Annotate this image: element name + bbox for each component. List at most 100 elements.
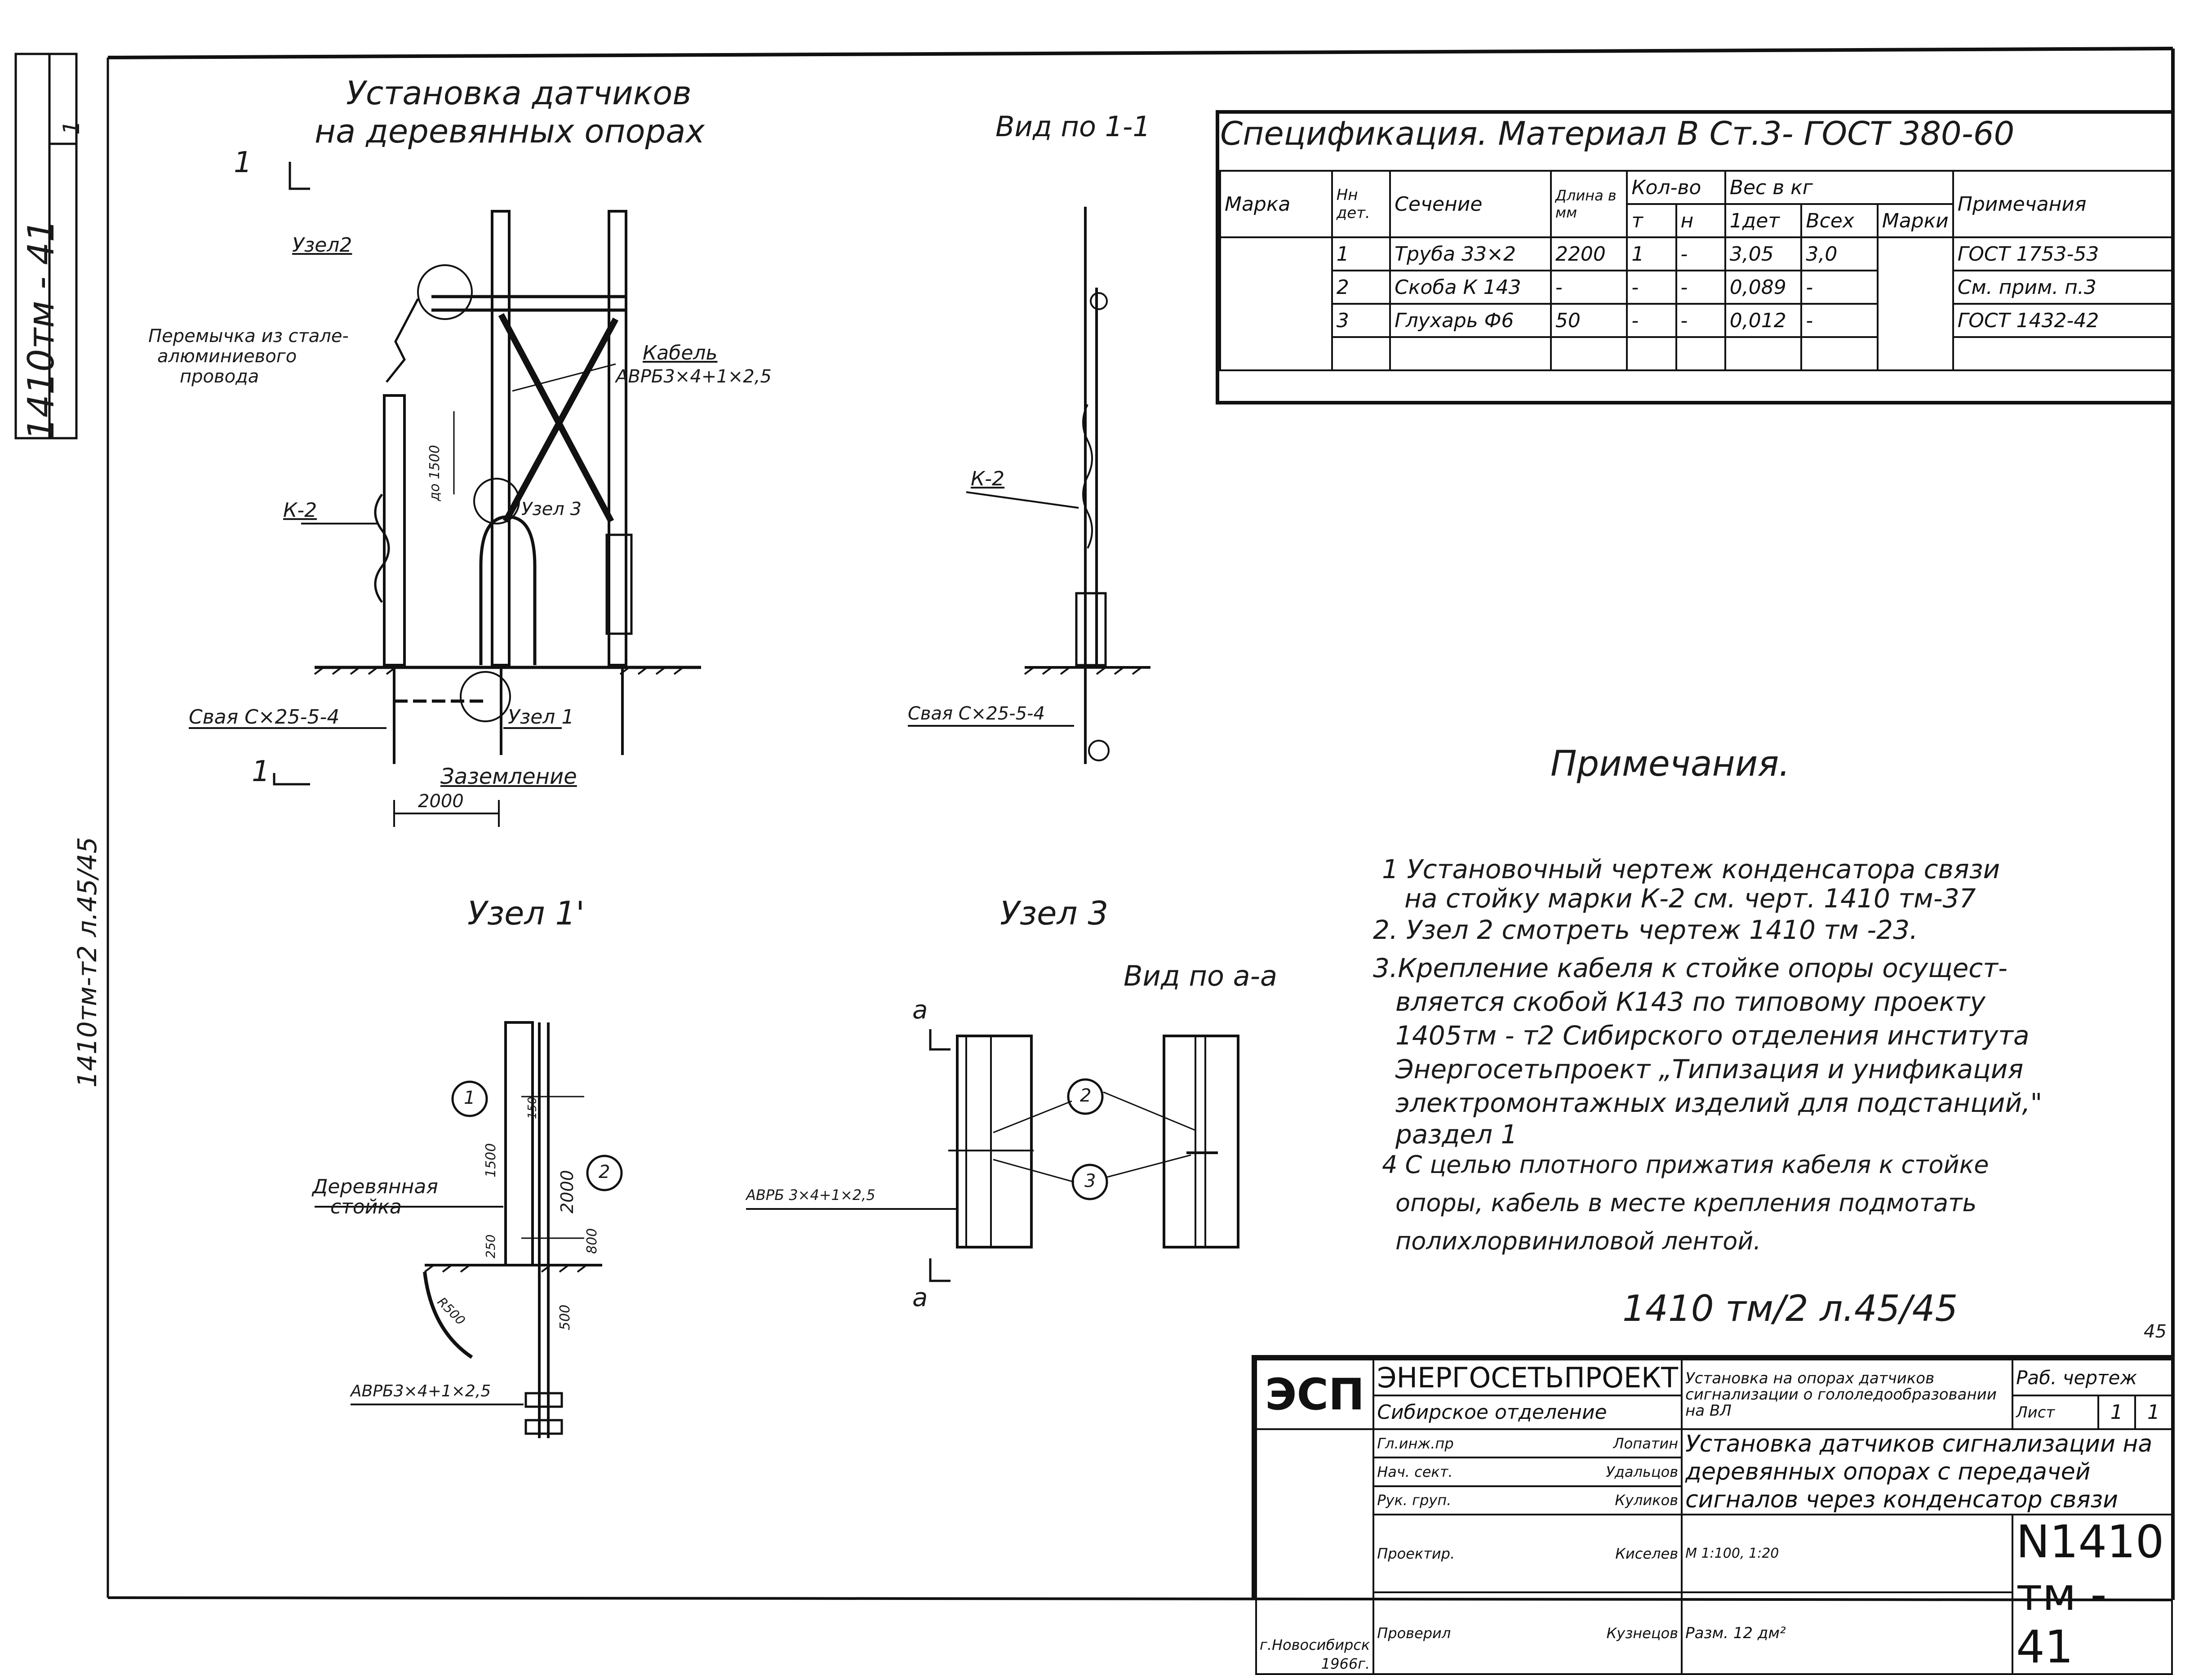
label-grounding: Заземление bbox=[440, 764, 577, 789]
role-label: Нач. сект. bbox=[1377, 1463, 1453, 1480]
node1-callout-2: 2 bbox=[599, 1162, 610, 1182]
note-line: раздел 1 bbox=[1395, 1119, 1518, 1150]
label-cable: Кабель bbox=[643, 342, 718, 364]
side-stamp-box bbox=[14, 53, 78, 440]
node1-title: Узел 1' bbox=[467, 894, 585, 932]
spec-header-n: н bbox=[1675, 203, 1726, 238]
spec-header-weight: Вес в кг bbox=[1724, 170, 1954, 205]
sheet-label: Лист bbox=[2012, 1395, 2099, 1430]
view-1-1-label-k2: К-2 bbox=[971, 467, 1005, 490]
node1-dim: 250 bbox=[483, 1234, 498, 1258]
node3-section-a-top: а bbox=[912, 995, 928, 1025]
label-dim-1500: до 1500 bbox=[427, 445, 443, 501]
note-line: 1405тм - т2 Сибирского отделения институ… bbox=[1395, 1020, 2030, 1051]
note-line: 3.Крепление кабеля к стойке опоры осущес… bbox=[1373, 953, 2008, 983]
signature-row: Нач. сект. Удальцов bbox=[1373, 1457, 1683, 1487]
side-stamp-sheet: 1 bbox=[58, 120, 84, 135]
spec-header-qty: Кол-во bbox=[1626, 170, 1726, 205]
note-line: на стойку марки К-2 см. черт. 1410 тм-37 bbox=[1404, 883, 1976, 914]
specification-table: Марка Нн дет. Сечение Длина в мм Кол-во … bbox=[1216, 110, 2173, 404]
org-logo: ЭСП bbox=[1255, 1359, 1375, 1430]
label-cable-type: АВРБ3×4+1×2,5 bbox=[616, 366, 772, 387]
note-line: электромонтажных изделий для подстанций,… bbox=[1395, 1088, 2043, 1118]
role-name: Куликов bbox=[1615, 1492, 1679, 1509]
note-line: опоры, кабель в месте крепления подмотат… bbox=[1395, 1189, 1977, 1217]
role-name: Киселев bbox=[1615, 1545, 1679, 1562]
role-name: Кузнецов bbox=[1606, 1625, 1679, 1642]
note-line: 4 С целью плотного прижатия кабеля к сто… bbox=[1382, 1151, 1989, 1179]
signature-row: Гл.инж.пр Лопатин bbox=[1373, 1428, 1683, 1459]
side-stamp-code: 1410тм - 41 bbox=[20, 219, 62, 440]
sheet-title: Установка датчиков сигнализации на дерев… bbox=[1681, 1428, 2173, 1515]
node1-dim: 1500 bbox=[483, 1143, 499, 1177]
view-1-1-label-pile: Свая С×25-5-4 bbox=[908, 703, 1045, 724]
drawing-scale: М 1:100, 1:20 bbox=[1681, 1513, 2014, 1594]
drawing-canvas bbox=[14, 47, 2175, 1601]
node1-label-wooden-post-line1: Деревянная bbox=[312, 1175, 438, 1198]
main-view-structure bbox=[189, 162, 701, 827]
node1-dim: 2000 bbox=[557, 1170, 577, 1213]
spec-header-num: Нн дет. bbox=[1331, 170, 1391, 238]
sheet-count: 1 bbox=[2134, 1395, 2173, 1430]
sheet-frame bbox=[107, 47, 2175, 1601]
spec-header-marks: Марки bbox=[1876, 203, 1954, 238]
label-node1-ref: Узел 1 bbox=[508, 706, 574, 729]
page-number: 45 bbox=[2144, 1321, 2167, 1342]
sheet-number: 1 bbox=[2097, 1395, 2136, 1430]
note-line: 2. Узел 2 смотреть чертеж 1410 тм -23. bbox=[1373, 915, 1918, 945]
node1-dim: 500 bbox=[557, 1304, 573, 1330]
spec-header-all: Всех bbox=[1800, 203, 1879, 238]
drawing-size: Разм. 12 дм² bbox=[1681, 1591, 2014, 1675]
node3-callout-2: 2 bbox=[1080, 1085, 1092, 1106]
label-node3: Узел 3 bbox=[521, 499, 582, 520]
node1-structure bbox=[315, 1021, 623, 1438]
spec-header-mark: Марка bbox=[1219, 170, 1333, 238]
table-row: 2 Скоба К 143 - - - 0,089 - См. прим. п.… bbox=[1220, 270, 2173, 305]
side-vertical-note: 1410тм-т2 л.45/45 bbox=[72, 837, 102, 1088]
note-line: 1 Установочный чертеж конденсатора связи bbox=[1382, 854, 2000, 884]
table-row: 1 Труба 33×2 2200 1 - 3,05 3,0 ГОСТ 1753… bbox=[1219, 236, 2173, 371]
drawing-number: N1410 тм - 41 bbox=[2012, 1514, 2173, 1675]
spec-header-length: Длина в мм bbox=[1550, 170, 1628, 238]
node3-structure bbox=[746, 1029, 1239, 1282]
label-node2: Узел2 bbox=[292, 234, 352, 257]
year: 1966г. bbox=[1321, 1655, 1370, 1672]
view-1-1-title: Вид по 1-1 bbox=[995, 110, 1150, 143]
spec-title: Спецификация. Материал В Ст.3- ГОСТ 380-… bbox=[1220, 115, 2015, 152]
node3-title: Узел 3 bbox=[1000, 894, 1109, 932]
node1-label-cable: АВРБ3×4+1×2,5 bbox=[351, 1382, 491, 1400]
label-jumper-line1: Перемычка из стале- bbox=[148, 326, 349, 347]
spec-header-section: Сечение bbox=[1389, 170, 1552, 238]
drawing-stage: Раб. чертеж bbox=[2012, 1359, 2173, 1396]
node3-view-title: Вид по а-а bbox=[1124, 960, 1277, 992]
section-mark-top: 1 bbox=[234, 146, 252, 179]
label-jumper-line3: провода bbox=[180, 366, 259, 387]
label-jumper-line2: алюминиевого bbox=[157, 346, 297, 367]
role-label: Рук. груп. bbox=[1377, 1492, 1452, 1509]
notes-title: Примечания. bbox=[1550, 744, 1790, 784]
node1-label-wooden-post-line2: стойка bbox=[330, 1195, 402, 1218]
node3-section-a-bottom: а bbox=[912, 1283, 928, 1312]
main-view-title-line2: на деревянных опорах bbox=[315, 112, 705, 150]
spec-header-note: Примечания bbox=[1952, 170, 2173, 238]
note-line: полихлорвиниловой лентой. bbox=[1395, 1227, 1761, 1255]
table-row: 3 Глухарь Ф6 50 - - 0,012 - ГОСТ 1432-42 bbox=[1220, 303, 2173, 338]
main-view-title-line1: Установка датчиков bbox=[346, 74, 692, 112]
node3-label-cable: АВРБ 3×4+1×2,5 bbox=[746, 1186, 875, 1204]
city: г.Новосибирск bbox=[1260, 1636, 1370, 1653]
label-dim-2000: 2000 bbox=[418, 791, 464, 812]
node3-callout-3: 3 bbox=[1084, 1171, 1096, 1191]
role-label: Гл.инж.пр bbox=[1377, 1435, 1454, 1452]
role-label: Проверил bbox=[1377, 1625, 1451, 1642]
note-line: вляется скобой К143 по типовому проекту bbox=[1395, 986, 1985, 1017]
role-name: Лопатин bbox=[1613, 1435, 1679, 1452]
table-row bbox=[1220, 336, 2173, 371]
signature-row: Проверил Кузнецов bbox=[1373, 1591, 1683, 1675]
signature-row: Рук. груп. Куликов bbox=[1373, 1485, 1683, 1516]
node1-dim: 800 bbox=[584, 1228, 600, 1254]
role-name: Удальцов bbox=[1606, 1463, 1679, 1480]
org-department: Сибирское отделение bbox=[1373, 1395, 1683, 1430]
spec-header-one: 1дет bbox=[1724, 203, 1803, 238]
node1-dim: 150 bbox=[526, 1097, 539, 1119]
note-line: Энергосетьпроект „Типизация и унификация bbox=[1395, 1054, 2024, 1084]
